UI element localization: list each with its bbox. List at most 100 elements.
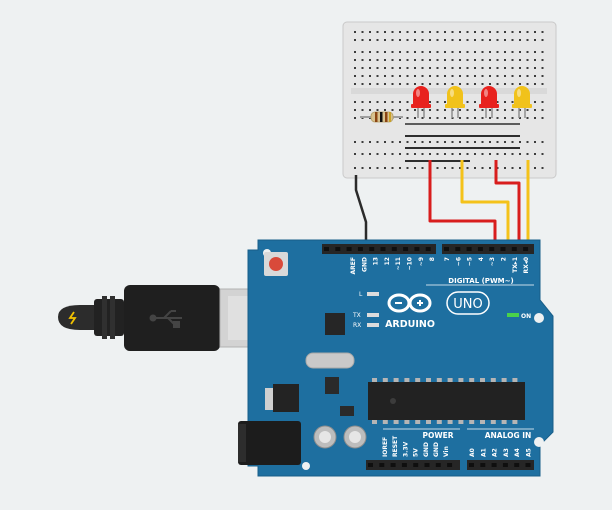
breadboard-hole xyxy=(444,83,446,85)
breadboard-hole xyxy=(496,109,499,111)
breadboard-hole xyxy=(429,75,431,77)
breadboard-hole xyxy=(504,153,506,155)
breadboard-hole xyxy=(526,51,529,53)
breadboard-hole xyxy=(481,83,484,85)
breadboard-hole xyxy=(459,83,461,85)
led-highlight xyxy=(416,89,420,97)
breadboard-hole xyxy=(511,167,514,169)
resistor[interactable] xyxy=(360,111,403,123)
power-label: POWER xyxy=(422,431,453,440)
breadboard-hole xyxy=(466,51,469,53)
breadboard-hole xyxy=(376,31,379,33)
chip-pin xyxy=(415,420,421,424)
usb-icon xyxy=(149,310,182,328)
chip-pin xyxy=(447,420,453,424)
breadboard-hole xyxy=(384,167,386,169)
header-hole xyxy=(466,247,472,251)
breadboard-hole xyxy=(421,75,424,77)
breadboard-hole xyxy=(361,75,364,77)
breadboard-hole xyxy=(534,153,536,155)
header-hole xyxy=(379,463,385,467)
pin-label: Vin xyxy=(443,446,450,457)
breadboard-hole xyxy=(519,141,521,143)
breadboard-hole xyxy=(406,67,409,69)
header-digital-left[interactable] xyxy=(322,244,436,254)
breadboard-hole xyxy=(504,167,506,169)
breadboard-hole xyxy=(421,141,424,143)
breadboard-hole xyxy=(414,83,416,85)
breadboard-hole xyxy=(414,141,416,143)
header-hole xyxy=(324,247,329,251)
led[interactable] xyxy=(512,86,532,118)
mounting-hole xyxy=(302,462,310,470)
breadboard-hole xyxy=(391,153,394,155)
breadboard-hole xyxy=(474,75,476,77)
breadboard-hole xyxy=(406,141,409,143)
breadboard-hole xyxy=(406,117,409,119)
breadboard-hole xyxy=(391,31,394,33)
wire-yellow-pin-2[interactable] xyxy=(460,160,510,252)
breadboard-hole xyxy=(496,31,499,33)
breadboard-hole xyxy=(436,101,439,103)
header-analog[interactable] xyxy=(467,460,534,470)
breadboard-hole xyxy=(406,109,409,111)
chip-pin xyxy=(393,420,399,424)
breadboard-hole xyxy=(429,59,431,61)
breadboard-hole xyxy=(541,117,544,119)
breadboard-hole xyxy=(489,51,491,53)
led[interactable] xyxy=(479,86,499,118)
breadboard-hole xyxy=(429,51,431,53)
led[interactable] xyxy=(411,86,431,118)
power-on-led xyxy=(507,313,519,317)
breadboard-hole xyxy=(466,167,469,169)
wire-red-pin-3[interactable] xyxy=(428,160,497,252)
header-hole xyxy=(369,247,375,251)
breadboard-hole xyxy=(526,59,529,61)
breadboard-hole xyxy=(436,83,439,85)
breadboard-hole xyxy=(391,67,394,69)
breadboard-hole xyxy=(459,117,461,119)
breadboard-hole xyxy=(526,117,529,119)
breadboard-hole xyxy=(481,117,484,119)
breadboard-hole xyxy=(526,141,529,143)
breadboard-hole xyxy=(496,67,499,69)
chip-pin xyxy=(372,378,377,382)
pin-label: 2 xyxy=(501,257,508,261)
breadboard-hole xyxy=(399,153,401,155)
breadboard-hole xyxy=(384,153,386,155)
breadboard-hole xyxy=(534,117,536,119)
resistor-band xyxy=(389,112,391,122)
breadboard-hole xyxy=(504,31,506,33)
breadboard-hole xyxy=(406,101,409,103)
breadboard-hole xyxy=(496,51,499,53)
breadboard-hole xyxy=(406,51,409,53)
breadboard-hole xyxy=(466,39,469,41)
breadboard-hole xyxy=(414,167,416,169)
breadboard-hole xyxy=(391,59,394,61)
breadboard-hole xyxy=(496,141,499,143)
breadboard-hole xyxy=(429,31,431,33)
breadboard-hole xyxy=(541,141,544,143)
header-power[interactable] xyxy=(366,460,460,470)
breadboard-hole xyxy=(534,67,536,69)
breadboard-hole xyxy=(481,167,484,169)
capacitor-top xyxy=(319,431,331,443)
breadboard[interactable] xyxy=(342,21,557,179)
wire-red-pin-1[interactable] xyxy=(494,160,521,252)
breadboard-hole xyxy=(519,31,521,33)
reset-button[interactable] xyxy=(269,257,283,271)
wire-gnd-black[interactable] xyxy=(354,175,368,252)
breadboard-hole xyxy=(534,51,536,53)
breadboard-hole xyxy=(376,67,379,69)
breadboard-hole xyxy=(541,109,544,111)
breadboard-hole xyxy=(511,141,514,143)
header-digital-right[interactable] xyxy=(442,244,534,254)
breadboard-hole xyxy=(376,51,379,53)
led[interactable] xyxy=(445,86,465,118)
breadboard-hole xyxy=(474,153,476,155)
analog-label: ANALOG IN xyxy=(485,431,532,440)
breadboard-hole xyxy=(511,101,514,103)
